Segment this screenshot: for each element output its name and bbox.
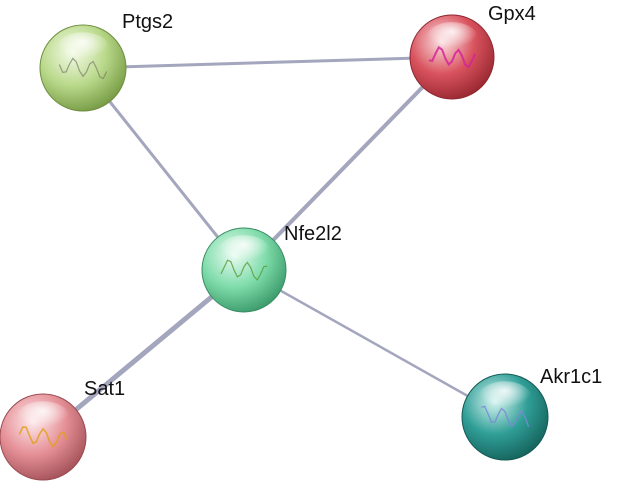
node-ptgs2-gloss [56,32,110,65]
node-gpx4-label: Gpx4 [488,3,536,25]
node-gpx4[interactable]: Gpx4 [409,3,536,100]
node-ptgs2-label: Ptgs2 [122,11,173,33]
node-nfe2l2[interactable]: Nfe2l2 [201,223,342,313]
node-sat1-label: Sat1 [84,378,125,400]
node-nfe2l2-gloss [217,235,271,268]
protein-structure-icon [58,57,108,80]
edge-gpx4-nfe2l2 [242,55,454,272]
node-nfe2l2-label: Nfe2l2 [284,223,342,245]
node-gpx4-gloss [425,22,479,55]
node-akr1c1[interactable]: Akr1c1 [461,366,602,461]
node-ptgs2[interactable]: Ptgs2 [39,11,173,112]
edge-nfe2l2-akr1c1 [242,268,507,419]
node-sat1[interactable]: Sat1 [0,378,125,481]
node-akr1c1-gloss [478,381,532,414]
node-sat1-gloss [16,401,70,434]
edge-nfe2l2-sat1 [40,267,247,440]
node-akr1c1-label: Akr1c1 [540,366,602,388]
nodes-layer: Ptgs2 Gpx4 Nfe2l2 Sat1 Akr1c1 [0,3,602,481]
edge-ptgs2-gpx4 [81,55,454,70]
protein-structure-icon [428,45,477,69]
